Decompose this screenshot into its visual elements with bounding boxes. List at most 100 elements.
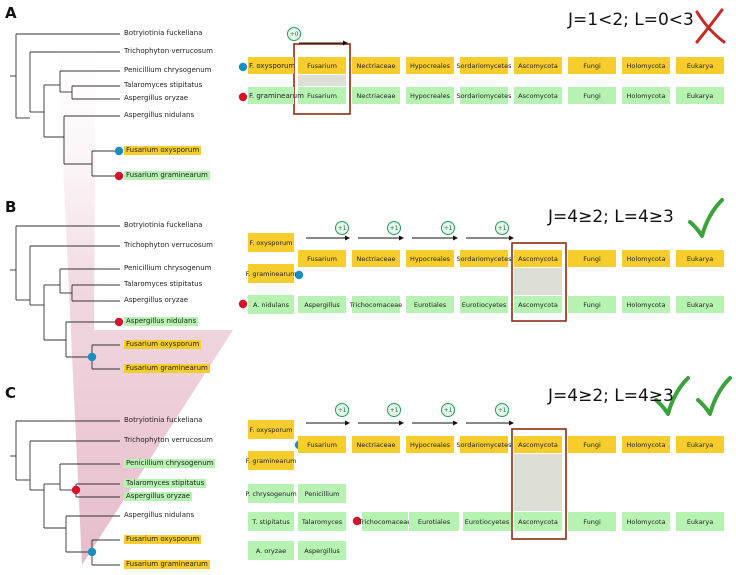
formula-c: J=4≥2; L=4≥3 [548,386,674,406]
step-increment: +1 [387,221,401,235]
species-f-oxysporum: Fusarium oxysporum [124,535,202,544]
label-t-stipitatus: T. stipitatus [248,512,294,531]
rank-7-fusarium: Eukarya [676,250,724,267]
label-a-oryzae: A. oryzae [248,541,294,560]
check-mark-c1 [654,376,690,416]
species-botryiotinia: Botryiotinia fuckeliana [124,416,203,424]
species-f-graminearum: Fusarium graminearum [124,171,210,180]
rank-2-nidulans: Eurotiales [406,296,454,313]
rank-7-oxysporum: Eukarya [676,57,724,74]
rank-6-fusarium: Holomycota [622,436,670,453]
f-oxysporum-marker [114,146,124,156]
rank-5-fusarium: Fungi [568,436,616,453]
arrow-head [399,235,404,241]
check-mark-b [688,198,724,238]
step-increment: +1 [441,221,455,235]
rank-7-graminearum: Eukarya [676,87,724,104]
gap-c [514,454,562,511]
rank-5-graminearum: Fungi [568,87,616,104]
panel-letter-b: B [5,198,17,216]
label-f-oxysporum: F. oxysporum [248,420,294,439]
rank-4-graminearum: Ascomycota [514,87,562,104]
rank-2-fusarium: Hypocreales [406,436,454,453]
rank-0-graminearum: Fusarium [298,87,346,104]
rank-4-fusarium: Ascomycota [514,250,562,267]
rank-0-fusarium: Fusarium [298,250,346,267]
rank-1-oxysporum: Nectriaceae [352,57,400,74]
species-talaromyces: Talaromyces stipitatus [124,479,207,488]
species-f-graminearum: Fusarium graminearum [124,560,210,569]
rank-5-nidulans: Fungi [568,296,616,313]
rank-3-nidulans: Eurotiocyetes [460,296,508,313]
step-increment: +1 [387,403,401,417]
rank-c-bottom-2: Eurotiocyetes [463,512,511,531]
fusarium-clade-marker [87,352,97,362]
rank-3-oxysporum: Sordariomycetes [457,57,511,74]
arrow-head [343,40,348,46]
species-trichophyton: Trichophyton verrucosum [124,436,213,444]
rank-0-fusarium: Fusarium [298,436,346,453]
species-penicillium: Penicillium chrysogenum [124,264,212,272]
step-increment: +1 [495,403,509,417]
label-f-graminearum: F. graminearum [249,92,304,100]
formula-b: J=4≥2; L=4≥3 [548,207,674,227]
rank-6-nidulans: Holomycota [622,296,670,313]
label-f-oxysporum: F. oxysporum [249,62,296,70]
rank-4-fusarium: Ascomycota [514,436,562,453]
rank-c-bottom-6: Eukarya [676,512,724,531]
arrow-head [399,420,404,426]
penicillium-clade-marker [71,485,81,495]
panel-letter-c: C [5,384,17,402]
label-p-chrysogenum: P. chrysogenum [245,484,297,503]
arrow-head [509,235,514,241]
rank-2-fusarium: Hypocreales [406,250,454,267]
lca-frame-a [293,43,351,115]
species-a-oryzae: Aspergillus oryzae [124,296,189,304]
label-a-nidulans: A. nidulans [248,295,294,314]
label-bg-f-oxysporum [248,57,294,74]
f-oxysporum-dot [238,62,248,72]
genus-talaromyces: Talaromyces [298,512,346,531]
formula-a: J=1<2; L=0<3 [568,10,694,30]
species-a-nidulans: Aspergillus nidulans [124,317,199,326]
rank-6-graminearum: Holomycota [622,87,670,104]
rank-1-fusarium: Nectriaceae [352,436,400,453]
species-a-oryzae: Aspergillus oryzae [124,94,189,102]
rank-5-fusarium: Fungi [568,250,616,267]
species-a-nidulans: Aspergillus nidulans [124,511,195,519]
rank-7-fusarium: Eukarya [676,436,724,453]
f-graminearum-marker [114,171,124,181]
rank-c-bottom-0: Trichocomaceae [359,512,411,531]
species-f-graminearum: Fusarium graminearum [124,364,210,373]
gap-b [514,268,562,295]
rank-c-bottom-5: Holomycota [622,512,670,531]
species-talaromyces: Talaromyces stipitatus [124,280,203,288]
species-talaromyces: Talaromyces stipitatus [124,81,203,89]
genus-penicillium: Penicillium [298,484,346,503]
step-increment: +0 [287,27,301,41]
arrow-head [509,420,514,426]
arrow-head [453,235,458,241]
rank-1-nidulans: Trichocomaceae [350,296,402,313]
species-f-oxysporum: Fusarium oxysporum [124,340,202,349]
label-f-graminearum: F. graminearum [246,451,297,470]
step-increment: +1 [441,403,455,417]
rank-3-fusarium: Sordariomycetes [457,250,511,267]
gap-a [298,75,346,86]
rank-4-oxysporum: Ascomycota [514,57,562,74]
species-trichophyton: Trichophyton verrucosum [124,47,213,55]
rank-6-oxysporum: Holomycota [622,57,670,74]
species-penicillium: Penicillium chrysogenum [124,66,212,74]
label-f-oxysporum: F. oxysporum [248,233,294,252]
lca-frame-c [511,428,567,540]
rank-7-nidulans: Eukarya [676,296,724,313]
species-f-oxysporum: Fusarium oxysporum [124,146,202,155]
rank-1-graminearum: Nectriaceae [352,87,400,104]
species-botryiotinia: Botryiotinia fuckeliana [124,29,203,37]
lca-frame-b [511,242,567,322]
a-nidulans-dot [238,299,248,309]
arrow-head [345,235,350,241]
label-f-graminearum: F. graminearum [246,264,297,283]
rank-c-bottom-4: Fungi [568,512,616,531]
